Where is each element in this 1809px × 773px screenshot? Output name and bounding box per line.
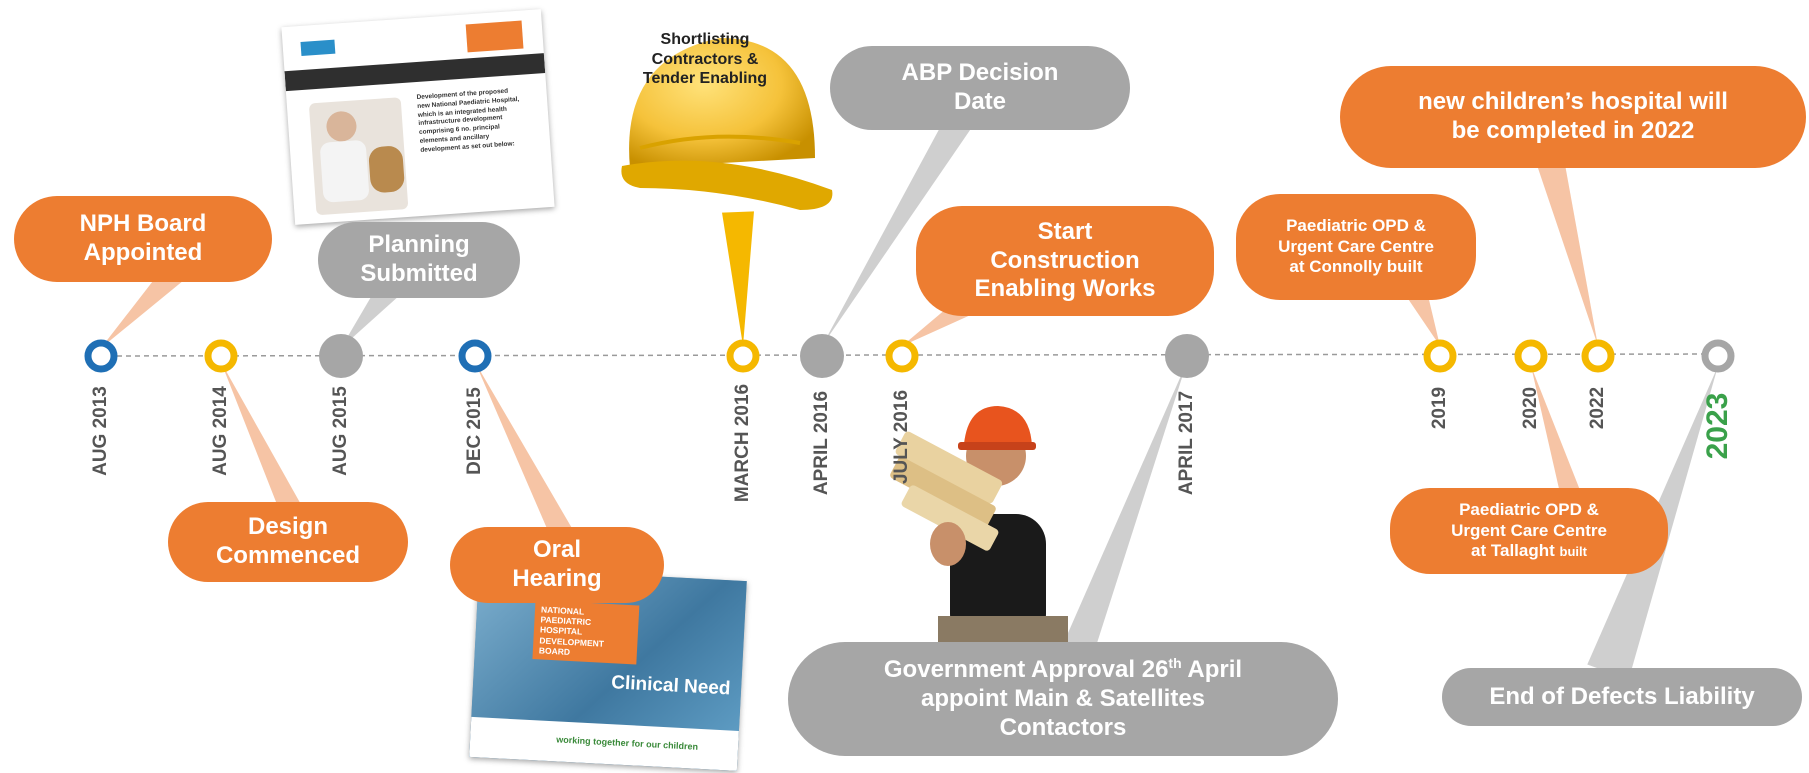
gov-approval-sup: th: [1168, 655, 1182, 672]
nav-bar-mini: [284, 53, 546, 92]
date-label-y2020: 2020: [1520, 386, 1541, 430]
timeline-markers: [84, 334, 1735, 378]
marker-mar2016: [726, 339, 760, 373]
date-label-dec2015: DEC 2015: [464, 387, 485, 475]
marker-apr2016: [800, 334, 844, 378]
gov-approval-line3: Contactors: [999, 713, 1127, 741]
date-label-apr2017: APRIL 2017: [1176, 390, 1197, 495]
callout-tallaght-built: Paediatric OPD & Urgent Care Centre at T…: [1390, 488, 1668, 574]
callout-start-construction: Start Construction Enabling Works: [916, 206, 1214, 316]
hard-hat-image: [621, 38, 833, 210]
callout-completed-2022: new children’s hospital will be complete…: [1340, 66, 1806, 168]
website-screenshot-image: Development of the proposed new National…: [281, 9, 555, 225]
callout-nph-board-appointed: NPH Board Appointed: [14, 196, 272, 282]
tallaght-built-text: built: [1559, 544, 1587, 560]
date-label-aug2013: AUG 2013: [90, 386, 111, 476]
marker-dec2015: [458, 339, 492, 373]
callout-oral-hearing: Oral Hearing: [450, 527, 664, 603]
callout-design-commenced: Design Commenced: [168, 502, 408, 582]
callout-connolly-built: Paediatric OPD & Urgent Care Centre at C…: [1236, 194, 1476, 300]
date-label-y2023: 2023: [1701, 392, 1734, 460]
date-label-y2019: 2019: [1429, 386, 1450, 430]
construction-worker-image: [890, 406, 1068, 644]
tallaght-text: Paediatric OPD & Urgent Care Centre at T…: [1451, 500, 1607, 561]
date-label-apr2016: APRIL 2016: [811, 390, 832, 495]
website-body-text: Development of the proposed new National…: [416, 87, 520, 154]
marker-aug2014: [204, 339, 238, 373]
callout-abp-decision-date: ABP Decision Date: [830, 46, 1130, 130]
callout-government-approval: Government Approval 26th April appoint M…: [788, 642, 1338, 756]
callout-pointer: [1408, 291, 1440, 346]
marker-y2022: [1581, 339, 1615, 373]
nch-logo-mini: [300, 39, 336, 56]
date-label-mar2016: MARCH 2016: [732, 383, 753, 502]
date-label-jul2016: JULY 2016: [891, 389, 912, 484]
gov-approval-text-b: April: [1181, 656, 1243, 684]
gov-approval-text-a: Government Approval 26: [883, 656, 1169, 684]
callout-pointer: [1531, 366, 1580, 495]
callout-pointer: [722, 211, 754, 346]
callout-pointer: [221, 362, 307, 526]
callout-pointer: [475, 362, 576, 546]
marker-y2020: [1514, 339, 1548, 373]
marker-aug2015: [319, 334, 363, 378]
design-build-logo-mini: [465, 20, 524, 53]
callout-end-of-defects-liability: End of Defects Liability: [1442, 668, 1802, 726]
callout-pointer: [1536, 156, 1598, 346]
callout-pointer: [1063, 362, 1187, 656]
date-label-y2022: 2022: [1587, 386, 1608, 430]
callout-pointer: [822, 112, 972, 346]
date-label-aug2014: AUG 2014: [210, 386, 231, 476]
child-with-teddy-photo: [308, 97, 409, 216]
gov-approval-line2: appoint Main & Satellites: [920, 685, 1206, 713]
marker-y2023: [1701, 339, 1735, 373]
callout-planning-submitted: Planning Submitted: [318, 222, 520, 298]
callout-pointer: [101, 263, 184, 348]
marker-jul2016: [885, 339, 919, 373]
slide-org-block: NATIONAL PAEDIATRIC HOSPITAL DEVELOPMENT…: [532, 600, 640, 665]
date-label-aug2015: AUG 2015: [330, 386, 351, 476]
shortlisting-label: Shortlisting Contractors & Tender Enabli…: [642, 31, 768, 88]
marker-apr2017: [1165, 334, 1209, 378]
marker-aug2013: [84, 339, 118, 373]
marker-y2019: [1423, 339, 1457, 373]
